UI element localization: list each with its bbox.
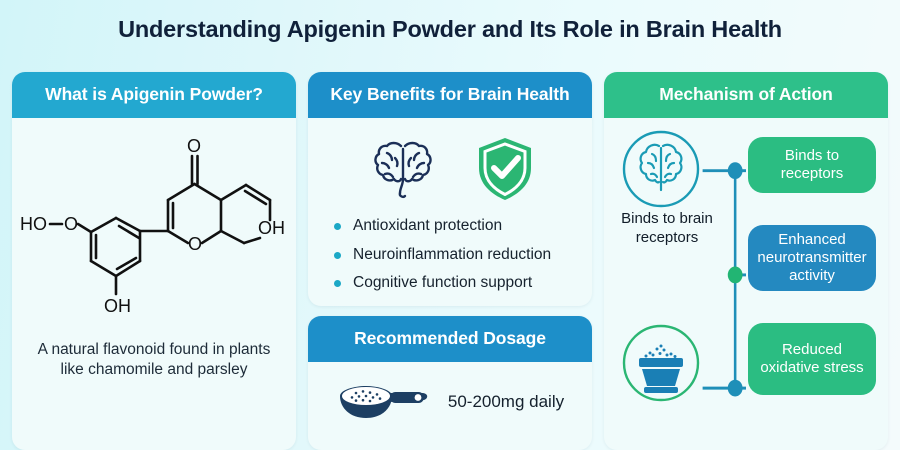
molecule-label-O-peroxy: O bbox=[64, 214, 78, 234]
benefit-icon-row bbox=[365, 124, 535, 212]
card-body-mechanism: Binds to brain receptors Binds to recept… bbox=[604, 118, 888, 450]
measuring-scoop-icon bbox=[339, 385, 428, 418]
card-key-benefits: Key Benefits for Brain Health bbox=[308, 72, 592, 306]
molecule-label-O-top: O bbox=[187, 136, 201, 156]
brain-icon bbox=[374, 142, 432, 199]
column-mechanism: Mechanism of Action bbox=[604, 72, 888, 450]
mechanism-step-binds-to-receptors[interactable]: Binds to receptors bbox=[748, 137, 876, 194]
card-what-is: What is Apigenin Powder? bbox=[12, 72, 296, 450]
molecule-label-HO: HO bbox=[20, 214, 47, 234]
flow-dot-2 bbox=[727, 379, 743, 397]
card-body-key-benefits: Antioxidant protection Neuroinflammation… bbox=[308, 118, 592, 305]
dosage-row: 50-200mg daily bbox=[316, 368, 584, 430]
list-item: Neuroinflammation reduction bbox=[334, 241, 578, 269]
benefits-list: Antioxidant protection Neuroinflammation… bbox=[316, 212, 584, 297]
card-mechanism: Mechanism of Action bbox=[604, 72, 888, 450]
shield-check-icon bbox=[479, 138, 531, 201]
list-item: Cognitive function support bbox=[334, 269, 578, 297]
column-benefits: Key Benefits for Brain Health bbox=[308, 72, 592, 450]
molecule-diagram-wrap: O HO O OH O OH bbox=[20, 124, 288, 328]
molecule-label-OH-right: OH bbox=[258, 218, 285, 238]
dosage-value: 50-200mg daily bbox=[447, 391, 565, 411]
card-header-mechanism: Mechanism of Action bbox=[604, 72, 888, 119]
molecule-caption: A natural flavonoid found in plants like… bbox=[37, 341, 271, 379]
molecule-label-OH-bottom: OH bbox=[104, 296, 131, 316]
card-header-what-is: What is Apigenin Powder? bbox=[12, 72, 296, 119]
flow-dot-0 bbox=[727, 162, 743, 180]
card-body-recommended-dosage: 50-200mg daily bbox=[308, 362, 592, 450]
apigenin-structure-icon: O HO O OH O OH bbox=[20, 136, 285, 316]
mechanism-step-reduced-oxidative-stress[interactable]: Reduced oxidative stress bbox=[748, 323, 876, 396]
card-columns: What is Apigenin Powder? bbox=[12, 72, 888, 450]
mechanism-node-label-brain: Binds to brain receptors bbox=[621, 210, 713, 246]
card-recommended-dosage: Recommended Dosage bbox=[308, 315, 592, 450]
mechanism-flow-diagram bbox=[702, 162, 746, 397]
molecule-label-O-ring: O bbox=[188, 234, 202, 254]
flow-dot-1 bbox=[727, 266, 743, 284]
list-item: Antioxidant protection bbox=[334, 212, 578, 240]
brain-circle-icon bbox=[622, 131, 700, 208]
card-header-recommended-dosage: Recommended Dosage bbox=[308, 315, 592, 362]
card-body-what-is: O HO O OH O OH A natural flavonoid found… bbox=[12, 118, 296, 450]
powder-bowl-circle-icon bbox=[622, 325, 700, 402]
page-title: Understanding Apigenin Powder and Its Ro… bbox=[118, 16, 782, 42]
column-what-is: What is Apigenin Powder? bbox=[12, 72, 296, 450]
mechanism-step-enhanced-neurotransmitter[interactable]: Enhanced neurotransmitter activity bbox=[748, 225, 876, 292]
card-header-key-benefits: Key Benefits for Brain Health bbox=[308, 72, 592, 119]
